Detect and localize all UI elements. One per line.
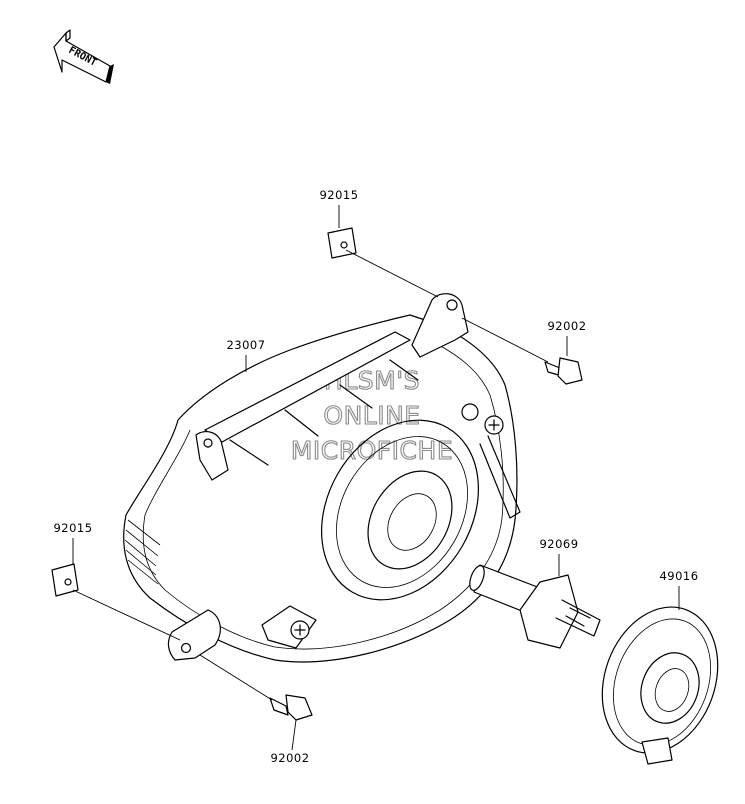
dust-cover — [601, 606, 719, 765]
watermark-line-2: ONLINE — [323, 401, 420, 430]
part-label-bolt-upper: 92002 — [547, 319, 586, 333]
clip-nut-lower — [51, 563, 181, 641]
headlight-housing — [123, 293, 521, 663]
bolt-lower — [199, 654, 313, 721]
watermark-line-3: MICROFICHE — [291, 436, 453, 465]
bulb — [469, 564, 601, 649]
part-label-clip-nut-upper: 92015 — [319, 188, 358, 202]
bolt-upper — [461, 317, 583, 385]
part-label-clip-nut-lower: 92015 — [53, 521, 92, 535]
part-label-housing: 23007 — [226, 338, 265, 352]
part-label-bulb: 92069 — [539, 537, 578, 551]
adjuster-screw-lower — [261, 605, 317, 649]
adjuster-screw-upper — [461, 403, 521, 519]
front-arrow-icon: FRONT — [53, 29, 114, 84]
part-labels: 23007 92015 92002 92015 92002 92069 4901… — [53, 188, 698, 765]
watermark: HLSM'S ONLINE MICROFICHE — [290, 365, 453, 465]
clip-nut-upper — [327, 227, 439, 298]
part-label-dust-cover: 49016 — [659, 569, 698, 583]
part-label-bolt-lower: 92002 — [270, 751, 309, 765]
